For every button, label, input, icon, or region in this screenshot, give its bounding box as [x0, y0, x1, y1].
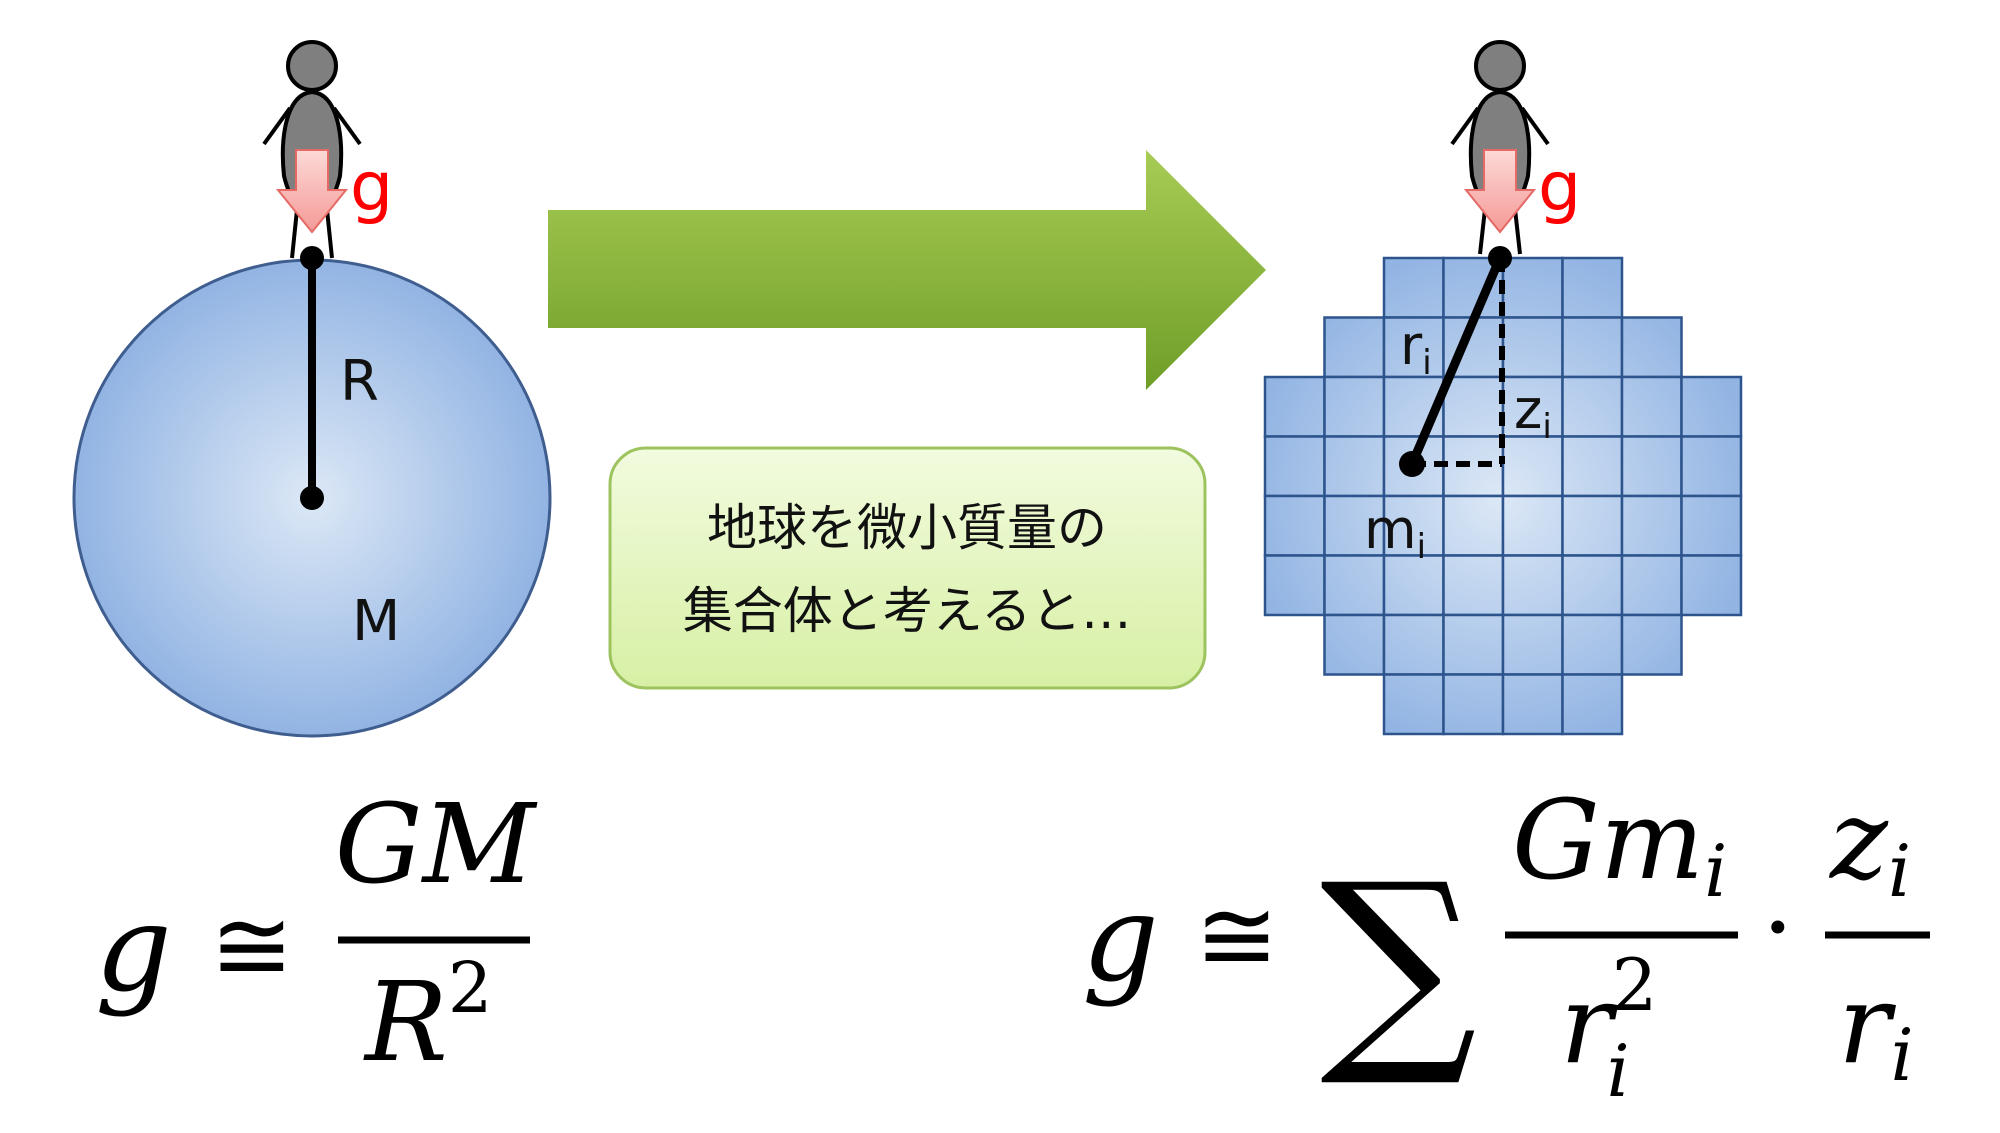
mass-grid-cell [1501, 494, 1564, 557]
mass-grid-cell [1620, 613, 1683, 676]
radius-label: R [340, 349, 379, 414]
left-formula-lhs: g [95, 880, 172, 1019]
right-force-label: g [1538, 148, 1581, 227]
mass-grid-cell [1323, 494, 1386, 557]
right-formula-relation: ≅ [1195, 877, 1279, 994]
mass-grid-cell [1442, 435, 1505, 498]
gravity-arrow-icon [1463, 149, 1537, 234]
mass-grid-cell [1561, 375, 1624, 438]
left-model: g R M [72, 40, 552, 738]
mass-grid-cell [1323, 613, 1386, 676]
mass-grid-cell [1501, 316, 1564, 379]
left-force-label: g [350, 148, 393, 227]
mass-grid-cell [1323, 316, 1386, 379]
mass-element-point [1399, 451, 1425, 477]
center-point [300, 486, 324, 510]
left-formula-relation: ≅ [210, 887, 294, 1004]
mass-grid-cell [1501, 435, 1564, 498]
mass-grid-cell [1323, 554, 1386, 617]
multiplication-dot: · [1762, 869, 1794, 986]
mass-grid-cell [1263, 554, 1326, 617]
distance-line [1407, 256, 1505, 466]
mass-grid-cell [1442, 673, 1505, 736]
mass-grid-cell [1323, 435, 1386, 498]
mass-grid-cell [1680, 554, 1743, 617]
fraction2-denominator: ri [1838, 960, 1914, 1097]
mass-grid-cell [1680, 375, 1743, 438]
mass-grid-cell [1561, 316, 1624, 379]
left-formula: g ≅ GM R2 [95, 780, 538, 1086]
mass-grid-cell [1620, 316, 1683, 379]
callout-line-2: 集合体と考えると… [683, 582, 1132, 640]
mass-grid-cell [1501, 554, 1564, 617]
mass-grid-cell [1561, 613, 1624, 676]
mass-grid-cell [1442, 613, 1505, 676]
mass-grid-cell [1620, 435, 1683, 498]
mass-grid-cell [1442, 375, 1505, 438]
mass-label: M [352, 589, 400, 654]
mass-grid-cell [1382, 673, 1445, 736]
left-formula-denominator: R2 [363, 947, 492, 1086]
mass-element-label: mi [1364, 498, 1426, 567]
right-formula-lhs: g [1082, 870, 1159, 1009]
mass-grid-cell [1442, 494, 1505, 557]
mass-grid-cell [1263, 494, 1326, 557]
fraction1-denominator: ri2 [1560, 943, 1657, 1113]
mass-grid-cell [1382, 613, 1445, 676]
transition-arrow-icon [548, 150, 1266, 390]
mass-grid-cell [1620, 375, 1683, 438]
vertical-label: zi [1514, 378, 1552, 447]
surface-point [300, 246, 324, 270]
mass-grid-cell [1263, 435, 1326, 498]
mass-grid-cell [1680, 494, 1743, 557]
mass-grid-cell [1263, 375, 1326, 438]
mass-grid-cell [1620, 554, 1683, 617]
mass-grid-cell [1442, 554, 1505, 617]
mass-grid-cell [1501, 613, 1564, 676]
mass-grid-cell [1382, 256, 1445, 319]
fraction1-numerator: Gmi [1512, 776, 1727, 913]
mass-grid-cell [1561, 494, 1624, 557]
mass-grid-cell [1501, 256, 1564, 319]
mass-grid-cell [1561, 256, 1624, 319]
mass-grid-cell [1382, 554, 1445, 617]
mass-grid-cell [1620, 494, 1683, 557]
gravity-arrow-icon [275, 149, 349, 234]
mass-grid-cell [1501, 673, 1564, 736]
surface-point [1488, 246, 1512, 270]
mass-grid-cell [1561, 673, 1624, 736]
mass-grid-cell [1561, 435, 1624, 498]
mass-grid-cell [1323, 375, 1386, 438]
callout-box: 地球を微小質量の 集合体と考えると… [608, 446, 1207, 690]
callout-line-1: 地球を微小質量の [707, 499, 1107, 557]
summation-operator: ∑ [1320, 836, 1477, 1092]
distance-label: ri [1400, 314, 1432, 383]
right-formula: g ≅ ∑ Gmi ri2 · zi ri [1082, 776, 1930, 1113]
mass-grid-cell [1680, 435, 1743, 498]
mass-grid-cell [1561, 554, 1624, 617]
fraction2-numerator: zi [1828, 776, 1911, 913]
right-model: g ri zi mi [1263, 40, 1743, 736]
left-formula-numerator: GM [335, 780, 538, 908]
